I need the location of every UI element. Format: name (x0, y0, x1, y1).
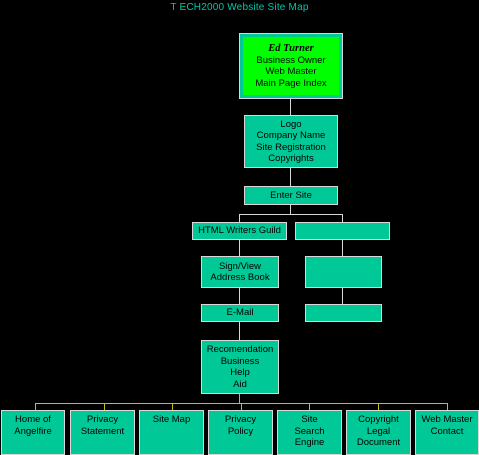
connector-drop-6 (378, 403, 379, 410)
root-line-1: Business Owner (256, 54, 326, 66)
connector-sign-email (239, 288, 240, 304)
connector-branch-horizontal (239, 214, 343, 215)
connector-right-2-3 (342, 288, 343, 304)
connector-email-recommend (239, 322, 240, 340)
logo-company-node[interactable]: Logo Company Name Site Registration Copy… (244, 115, 338, 168)
privacy-policy-line-1: Privacy (224, 414, 257, 425)
copyright-legal-document-node[interactable]: Copyright Legal Document (346, 410, 411, 455)
home-line-1: Home of (15, 414, 51, 425)
privacy-statement-line-1: Privacy (86, 414, 119, 425)
web-master-line-1: Web Master (421, 414, 473, 425)
connector-drop-5 (309, 403, 310, 410)
html-writers-label: HTML Writers Guild (198, 225, 281, 237)
site-map-label: Site Map (152, 414, 191, 425)
right-empty-node-1[interactable] (295, 222, 390, 240)
recommend-line-2: Business (220, 355, 260, 367)
right-empty-node-2[interactable] (305, 256, 382, 288)
connector-recommend-bus (239, 394, 240, 403)
site-map-node[interactable]: Site Map (139, 410, 204, 455)
root-line-2: Web Master (265, 66, 317, 78)
connector-logo-enter (290, 168, 291, 186)
copyright-line-2: Legal (366, 425, 391, 437)
recommend-line-1: Recomendation (206, 344, 274, 355)
logo-line-3: Site Registration (256, 141, 326, 153)
logo-line-2: Company Name (256, 130, 326, 141)
privacy-policy-node[interactable]: Privacy Policy (208, 410, 273, 455)
connector-drop-1 (35, 403, 36, 410)
home-line-2: Angelfire (14, 425, 52, 437)
site-search-line-1: Site (301, 414, 318, 425)
page-title: T ECH2000 Website Site Map (170, 2, 309, 13)
sign-view-address-book-node[interactable]: Sign/View Address Book (201, 256, 279, 288)
root-node[interactable]: Ed Turner Business Owner Web Master Main… (240, 34, 342, 98)
root-line-3: Main Page Index (255, 77, 327, 89)
connector-html-sign (239, 240, 240, 256)
web-master-line-2: Contact (430, 425, 464, 437)
copyright-line-1: Copyright (358, 414, 399, 425)
enter-site-label: Enter Site (270, 189, 312, 201)
email-label: E-Mail (226, 307, 254, 319)
sign-view-line-2: Address Book (210, 272, 270, 283)
site-search-engine-node[interactable]: Site Search Engine (277, 410, 342, 455)
logo-line-4: Copyrights (268, 153, 314, 164)
copyright-line-3: Document (356, 437, 401, 448)
site-search-line-3: Engine (294, 437, 325, 448)
enter-site-node[interactable]: Enter Site (244, 186, 338, 205)
recommend-line-4: Aid (233, 378, 247, 390)
connector-right-1-2 (342, 240, 343, 256)
connector-enter-branch (290, 205, 291, 214)
privacy-statement-node[interactable]: Privacy Statement (70, 410, 135, 455)
connector-drop-2 (104, 403, 105, 410)
connector-drop-3 (172, 403, 173, 410)
privacy-statement-line-2: Statement (80, 425, 125, 437)
privacy-policy-line-2: Policy (227, 425, 254, 437)
site-search-line-2: Search (294, 425, 325, 437)
email-node[interactable]: E-Mail (201, 304, 279, 322)
sign-view-line-1: Sign/View (218, 260, 262, 272)
home-of-angelfire-node[interactable]: Home of Angelfire (1, 410, 65, 455)
connector-branch-left (239, 214, 240, 222)
right-empty-node-3[interactable] (305, 304, 382, 322)
connector-root-logo (290, 98, 291, 115)
connector-drop-7 (447, 403, 448, 410)
connector-drop-4 (241, 403, 242, 410)
recommend-line-3: Help (230, 367, 250, 378)
logo-line-1: Logo (280, 118, 302, 130)
recommendation-node[interactable]: Recomendation Business Help Aid (201, 340, 279, 394)
connector-branch-right (342, 214, 343, 222)
html-writers-guild-node[interactable]: HTML Writers Guild (192, 222, 287, 240)
web-master-contact-node[interactable]: Web Master Contact (415, 410, 479, 455)
root-name: Ed Turner (268, 42, 314, 54)
